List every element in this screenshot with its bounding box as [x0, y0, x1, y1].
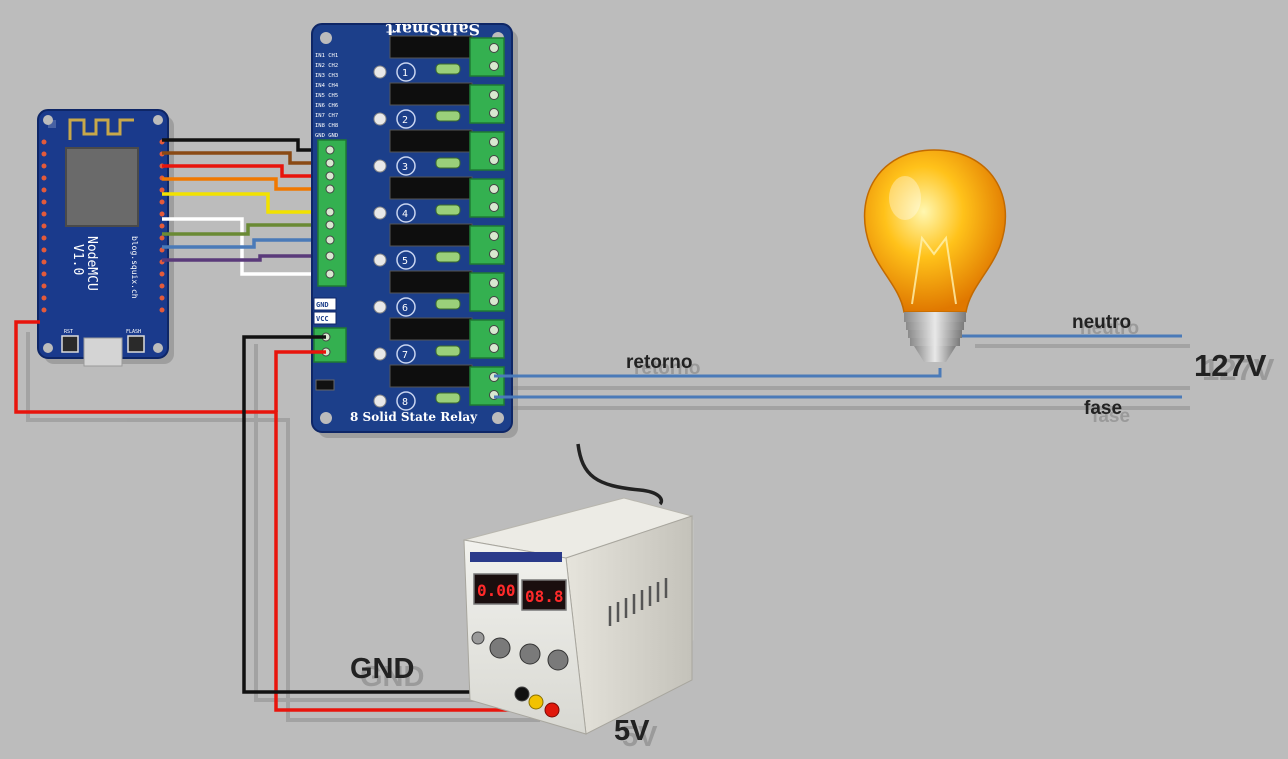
- relay-channel: 7: [373, 317, 505, 364]
- vent-slots: [608, 578, 668, 626]
- nodemcu-name: NodeMCU: [84, 236, 99, 291]
- label-shadows: retorno neutro fase 127V GND 5V: [360, 318, 1275, 753]
- nodemcu-board: NodeMCU V1.0 blog.squix.ch RST FLASH: [37, 109, 174, 367]
- gnd-label-box: [313, 297, 337, 311]
- gnd-shadow: GND: [360, 661, 424, 693]
- retorno-shadow: retorno: [634, 358, 701, 379]
- flash-button[interactable]: [127, 335, 145, 353]
- channel-number: 8: [402, 397, 408, 408]
- input-label: GND GND: [315, 133, 338, 139]
- red-vcc-wire: [14, 320, 536, 712]
- gnd-label: GND: [350, 653, 414, 685]
- wire-shadows: [26, 332, 1190, 722]
- rst-button[interactable]: [61, 335, 79, 353]
- relay-channel: 3: [373, 129, 505, 176]
- black-gnd-wire: [242, 335, 522, 694]
- power-terminal-block: [313, 327, 347, 363]
- esp-module: [65, 147, 139, 227]
- relay-title: 8 Solid State Relay: [350, 410, 478, 424]
- output-terminals: [514, 686, 560, 718]
- channel-number: 6: [402, 303, 408, 314]
- input-label: IN6 CH6: [315, 103, 338, 109]
- relay-channel: 4: [373, 176, 505, 223]
- relay-channel: 6: [373, 270, 505, 317]
- relay-channel: 1: [373, 35, 505, 82]
- usb-port: [83, 337, 123, 367]
- retorno-label: retorno: [626, 352, 693, 373]
- nodemcu-site: blog.squix.ch: [130, 236, 139, 299]
- vcc-pin-label: VCC: [316, 315, 329, 323]
- channel-number: 5: [402, 256, 408, 267]
- input-label: IN3 CH3: [315, 73, 338, 79]
- fase-shadow: fase: [1092, 406, 1130, 427]
- input-label: IN4 CH4: [315, 83, 339, 89]
- relay-channel: 2: [373, 82, 505, 129]
- channel-number: 2: [402, 115, 408, 126]
- relay-channels: 1 2 3: [373, 35, 505, 411]
- light-bulb: [863, 149, 1007, 362]
- control-knobs: [471, 631, 569, 671]
- left-header-pins: [41, 139, 47, 313]
- input-labels: IN1 CH1 IN2 CH2 IN3 CH3 IN4 CH4 IN5 CH5 …: [315, 53, 339, 139]
- input-label: IN7 CH7: [315, 113, 338, 119]
- neutro-label: neutro: [1072, 312, 1131, 333]
- flash-label: FLASH: [126, 329, 141, 335]
- relay-channel: 5: [373, 223, 505, 270]
- voltage-ac-label: 127V: [1194, 348, 1267, 383]
- fase-label: fase: [1084, 398, 1122, 419]
- channel-number: 4: [402, 209, 408, 220]
- relay-brand: SainSmart: [385, 20, 480, 39]
- current-display: [473, 573, 519, 605]
- nodemcu-version: V1.0: [70, 244, 85, 275]
- voltage-ac-shadow: 127V: [1202, 352, 1275, 387]
- voltage-dc-shadow: 5V: [622, 721, 658, 753]
- vcc-label-box: [313, 311, 337, 325]
- input-label: IN8 CH8: [315, 123, 338, 129]
- wifi-antenna: [68, 118, 134, 140]
- input-label: IN1 CH1: [315, 53, 338, 59]
- gnd-pin-label: GND: [316, 301, 329, 309]
- neutro-shadow: neutro: [1080, 318, 1139, 339]
- voltage-display: [521, 579, 567, 611]
- labels: retorno neutro fase 127V GND 5V: [350, 312, 1267, 747]
- input-terminal-block: [317, 139, 347, 287]
- ac-wires: [494, 334, 1182, 399]
- power-wires: [14, 320, 536, 712]
- input-label: IN5 CH5: [315, 93, 338, 99]
- channel-number: 7: [402, 350, 408, 361]
- signal-wires: [162, 138, 328, 276]
- power-supply: 0.00 08.8: [463, 443, 694, 735]
- input-label: IN2 CH2: [315, 63, 338, 69]
- channel-number: 3: [402, 162, 408, 173]
- voltage-display-value: 08.8: [525, 587, 564, 606]
- retorno-wire: [494, 368, 942, 378]
- relay-board: SainSmart 8 Solid State Relay IN1 CH1 IN…: [311, 20, 518, 438]
- current-display-value: 0.00: [477, 581, 516, 600]
- rst-label: RST: [64, 329, 73, 335]
- channel-number: 1: [402, 68, 408, 79]
- voltage-dc-label: 5V: [614, 715, 650, 747]
